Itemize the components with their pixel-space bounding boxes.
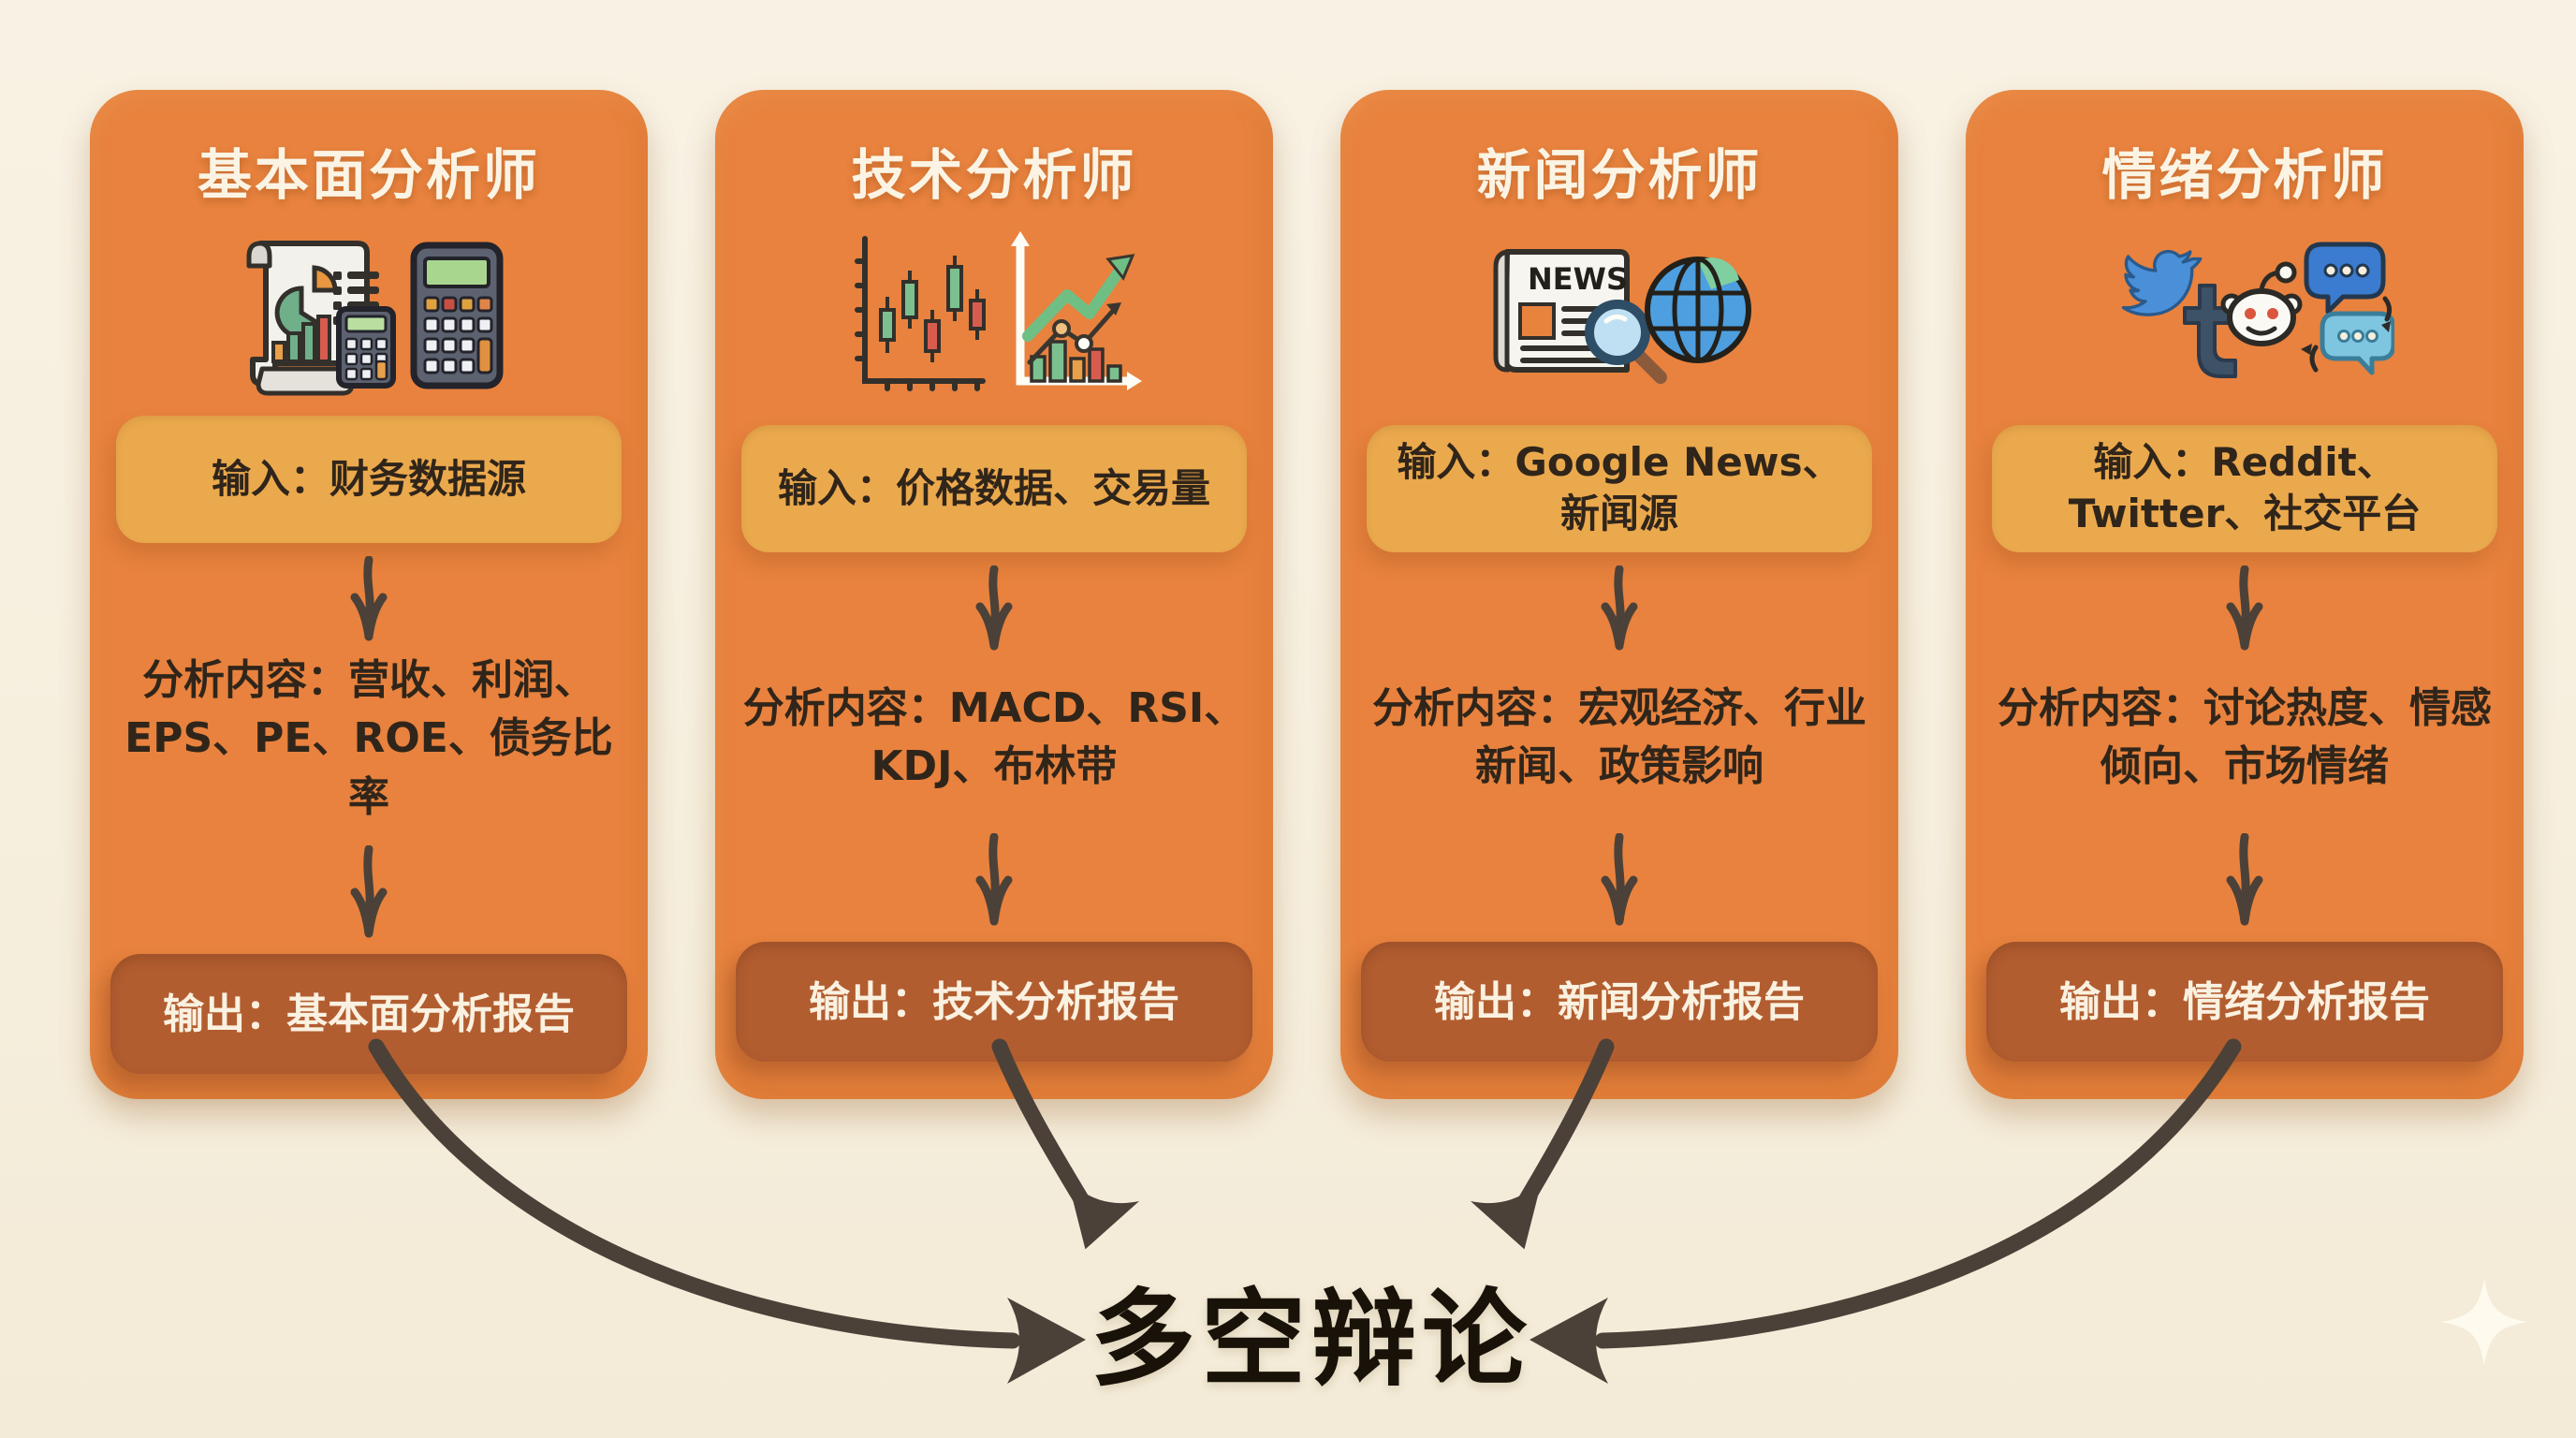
analyst-cards-row: 基本面分析师 [90,90,2524,1099]
technical-icons [844,219,1144,416]
financial-report-icon [246,241,504,396]
card-news-analyst: 新闻分析师 NEWS [1340,90,1898,1099]
debate-title: 多空辩论 [1090,1279,1532,1401]
analysis-text: 分析内容：宏观经济、行业新闻、政策影响 [1372,683,1866,790]
sparkle-icon [2441,1279,2527,1365]
card-title: 技术分析师 [851,143,1137,207]
fundamental-icons [228,219,509,406]
down-arrow-icon [2226,565,2263,651]
candlestick-chart-icon [855,231,1142,391]
down-arrow-icon [1601,565,1638,651]
card-title: 基本面分析师 [197,143,540,207]
magnifier-icon [1585,300,1667,384]
twitter-icon [2121,250,2203,316]
output-box: 输出：基本面分析报告 [110,954,627,1075]
down-arrow-icon [975,565,1013,651]
input-box: 输入：Reddit、Twitter、社交平台 [1992,425,2497,552]
small-calculator [336,306,396,389]
news-label: NEWS [1528,261,1628,297]
output-box: 输出：技术分析报告 [736,942,1252,1062]
down-arrow-icon [350,556,388,641]
social-icons [2121,242,2394,378]
down-arrow-icon [975,833,1013,926]
output-box: 输出：情绪分析报告 [1986,942,2503,1062]
card-technical-analyst: 技术分析师 [715,90,1273,1099]
newspaper-search-icon: NEWS [1493,249,1751,384]
down-arrow-icon [2226,833,2263,926]
news-icons: NEWS [1479,219,1760,416]
card-sentiment-analyst: 情绪分析师 [1966,90,2524,1099]
down-arrow-icon [350,845,388,938]
analysis-text: 分析内容：讨论热度、情感倾向、市场情绪 [1998,683,2492,790]
input-box: 输入：价格数据、交易量 [741,425,1247,552]
output-box: 输出：新闻分析报告 [1361,942,1878,1062]
down-arrow-icon [1601,833,1638,926]
sentiment-icons [2095,219,2394,416]
card-title: 情绪分析师 [2101,143,2388,207]
globe-icon [1645,257,1751,363]
input-box: 输入：财务数据源 [116,416,622,543]
trend-chart-icon [1011,231,1142,390]
card-fundamental-analyst: 基本面分析师 [90,90,648,1099]
card-title: 新闻分析师 [1476,143,1763,207]
input-box: 输入：Google News、新闻源 [1367,425,1872,552]
calculator-icon [410,242,504,389]
reddit-icon [2220,261,2303,346]
analysis-text: 分析内容：营收、利润、EPS、PE、ROE、债务比率 [124,656,613,821]
analysis-text: 分析内容：MACD、RSI、KDJ、布林带 [742,683,1246,790]
chat-bubbles-icon [2301,242,2394,375]
